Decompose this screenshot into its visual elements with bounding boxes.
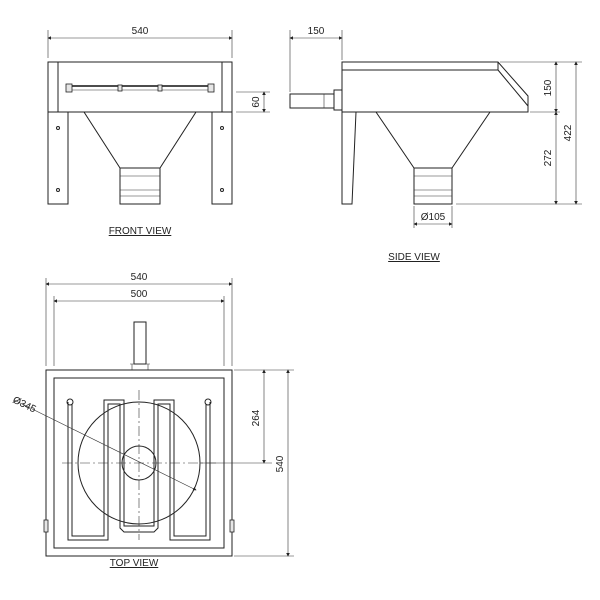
top-view-label: TOP VIEW (110, 558, 159, 569)
front-rim-height-dimension: 60 (236, 91, 270, 113)
top-handle (133, 321, 147, 365)
top-width-label: 540 (131, 272, 148, 283)
side-handle-label: 150 (308, 26, 325, 37)
front-outlet (119, 167, 161, 205)
side-handle (289, 93, 335, 109)
side-overall-height-label: 422 (563, 124, 574, 141)
side-hopper (375, 111, 491, 169)
top-rails (66, 398, 212, 541)
side-leg (341, 111, 357, 205)
side-outlet (413, 167, 453, 205)
side-lower-height-label: 272 (543, 149, 554, 166)
top-bowl-diameter-label: Ø345 (11, 395, 38, 416)
front-hopper (83, 111, 197, 169)
front-right-leg (211, 111, 233, 205)
side-height-dimensions: 150 272 422 (456, 61, 582, 205)
side-view-label: SIDE VIEW (388, 252, 440, 263)
front-view: 540 60 FRONT VIEW (47, 26, 270, 237)
top-view: 540 500 Ø345 (11, 272, 294, 569)
side-handle-dimension: 150 (289, 26, 343, 92)
side-outlet-dimension: Ø105 (413, 206, 453, 228)
side-top-height-label: 150 (543, 79, 554, 96)
side-top-body (341, 61, 529, 113)
front-view-label: FRONT VIEW (109, 226, 172, 237)
front-rim (47, 61, 233, 113)
side-outlet-label: Ø105 (421, 212, 446, 223)
top-depth-dimensions: 264 540 (200, 369, 294, 557)
top-width-dimensions: 540 500 (45, 272, 233, 366)
top-half-depth-label: 264 (251, 409, 262, 426)
top-inner-width-label: 500 (131, 289, 148, 300)
front-width-label: 540 (132, 26, 149, 37)
side-view: 150 Ø105 150 (289, 26, 582, 263)
top-overall-depth-label: 540 (275, 455, 286, 472)
front-width-dimension: 540 (47, 26, 233, 58)
front-left-leg (47, 111, 69, 205)
front-rim-height-label: 60 (251, 96, 262, 108)
